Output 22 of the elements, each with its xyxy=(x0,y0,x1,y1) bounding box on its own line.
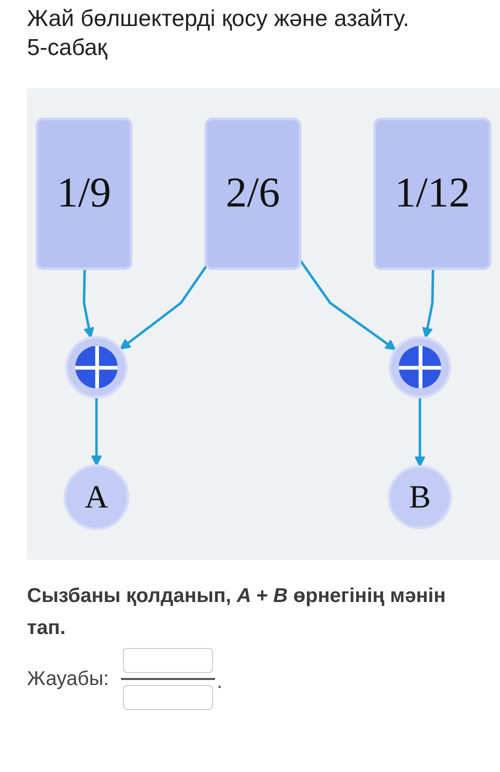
fraction-label: 1/12 xyxy=(394,169,472,218)
result-circle xyxy=(64,464,130,530)
answer-label: Жауабы: xyxy=(27,668,109,690)
arrow xyxy=(120,264,208,350)
fraction-box xyxy=(374,118,492,270)
arrow xyxy=(300,260,396,350)
fraction-box xyxy=(204,118,302,270)
fraction-label: 2/6 xyxy=(224,169,281,218)
result-circle xyxy=(388,465,452,530)
arrow xyxy=(82,269,94,338)
variable-label: A xyxy=(84,478,110,517)
arrow xyxy=(422,269,434,338)
title: Жай бөлшектерді қосу және азайту. 5-сабақ xyxy=(27,4,410,62)
punctuation-mark: . xyxy=(216,670,222,694)
operation-circle xyxy=(388,336,452,398)
arrow xyxy=(91,397,102,466)
question-text: Сызбаны қолданып, A + B өрнегінің мәнін тап. xyxy=(27,584,447,641)
fraction-box xyxy=(36,118,132,270)
fraction-label: 1/9 xyxy=(56,169,112,218)
operation-circle xyxy=(65,336,128,398)
arrow xyxy=(414,397,426,468)
variable-label: B xyxy=(408,478,432,517)
